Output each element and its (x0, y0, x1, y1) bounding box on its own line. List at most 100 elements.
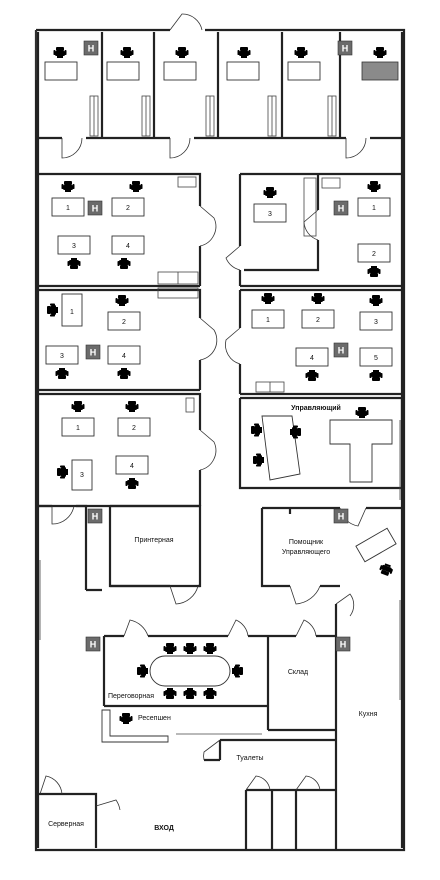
desk (45, 345, 79, 365)
chair (53, 47, 67, 58)
h-marker: H (87, 200, 103, 216)
room-label-assistant-2: Управляющего (282, 549, 330, 556)
desk-number: 2 (126, 205, 130, 212)
chair (251, 423, 262, 437)
chair (355, 407, 369, 418)
desk (111, 197, 145, 217)
chair (369, 370, 383, 381)
desk (115, 455, 149, 475)
desk (355, 527, 397, 563)
svg-text:H: H (338, 512, 345, 522)
chair (294, 47, 308, 58)
desk-number: 2 (316, 317, 320, 324)
desk (111, 235, 145, 255)
desk-number: 5 (374, 355, 378, 362)
desk (61, 417, 95, 437)
desk (359, 347, 393, 367)
chair (367, 266, 381, 277)
chair (119, 713, 133, 724)
svg-text:H: H (90, 640, 97, 650)
desk-number: 2 (372, 251, 376, 258)
h-marker: H (333, 200, 349, 216)
desk-number: 4 (126, 243, 130, 250)
desk-number: 3 (268, 211, 272, 218)
chair (237, 47, 251, 58)
chair (253, 453, 264, 467)
chair (125, 478, 139, 489)
chair (163, 643, 177, 654)
reception-desk (101, 709, 169, 743)
desk (106, 61, 140, 81)
chair (175, 47, 189, 58)
chair (117, 368, 131, 379)
desk-number: 1 (372, 205, 376, 212)
h-marker: H (85, 344, 101, 360)
chair (261, 293, 275, 304)
chair (117, 258, 131, 269)
desk-number: 1 (70, 309, 74, 316)
desk (287, 61, 321, 81)
h-marker: H (333, 508, 349, 524)
h-marker: H (335, 636, 351, 652)
chair (373, 47, 387, 58)
desk-number: 4 (122, 353, 126, 360)
chair (71, 401, 85, 412)
svg-text:H: H (342, 44, 349, 54)
desk (361, 61, 399, 81)
right-offices: 3 1 2 1 2 3 4 5 Управляющий (225, 172, 404, 490)
room-label-printer: Принтерная (134, 537, 173, 544)
chair (183, 688, 197, 699)
desk-number: 1 (66, 205, 70, 212)
chair (47, 303, 58, 317)
room-label-assistant: Помощник (289, 539, 324, 546)
room-label-manager: Управляющий (291, 404, 341, 412)
chair (115, 295, 129, 306)
desk (44, 61, 78, 81)
desk (295, 347, 329, 367)
chair (61, 181, 75, 192)
chair (311, 293, 325, 304)
h-marker: H (337, 40, 353, 56)
h-marker: H (87, 508, 103, 524)
desk (251, 309, 285, 329)
desk (301, 309, 335, 329)
svg-text:H: H (88, 44, 95, 54)
chair (55, 368, 69, 379)
room-label-toilets: Туалеты (236, 755, 263, 762)
desk-number: 1 (266, 317, 270, 324)
svg-text:H: H (92, 512, 99, 522)
chair (183, 643, 197, 654)
desk (57, 235, 91, 255)
chair (120, 47, 134, 58)
h-marker: H (333, 342, 349, 358)
desk-number: 4 (310, 355, 314, 362)
room-label-storage: Склад (288, 669, 308, 676)
desk-number: 1 (76, 425, 80, 432)
chair (369, 295, 383, 306)
chair (163, 688, 177, 699)
chair (57, 465, 68, 479)
svg-text:H: H (92, 204, 99, 214)
desk-number: 4 (130, 463, 134, 470)
desk-number: 2 (132, 425, 136, 432)
manager-desk (329, 419, 393, 483)
service-row: Принтерная Помощник Управляющего (38, 504, 402, 605)
svg-text:H: H (338, 346, 345, 356)
desk (359, 311, 393, 331)
desk (253, 203, 287, 223)
desk-number: 3 (60, 353, 64, 360)
room-label-reception: Ресепшен (138, 715, 171, 722)
desk-number: 3 (80, 472, 84, 479)
chair (232, 664, 243, 678)
desk (61, 293, 83, 327)
h-markers: H H H H H H H H H H (83, 40, 353, 652)
chair (137, 664, 148, 678)
desk (117, 417, 151, 437)
chair (367, 181, 381, 192)
room-label-kitchen: Кухня (359, 711, 378, 718)
meeting-table (149, 655, 231, 687)
room-label-meeting: Переговорная (108, 693, 154, 700)
desk (51, 197, 85, 217)
desk (226, 61, 260, 81)
